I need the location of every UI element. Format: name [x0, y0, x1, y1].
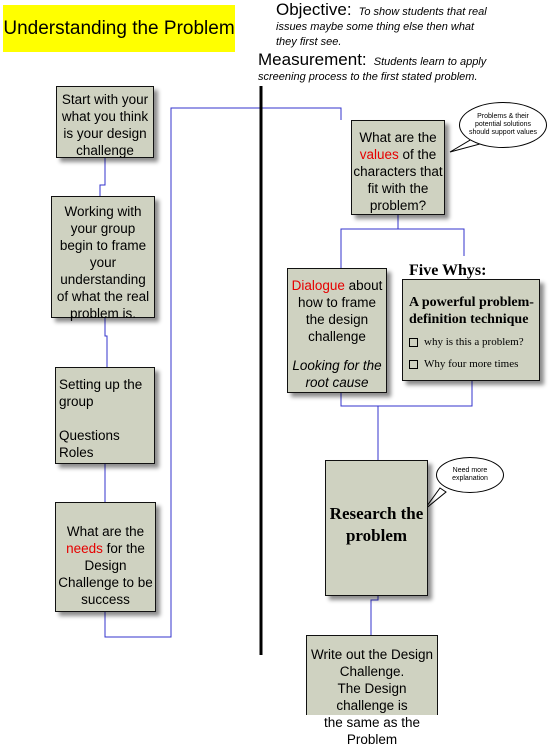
five-whys-box: A powerful problem-definition technique …: [402, 279, 540, 381]
needs-highlight: needs: [66, 541, 103, 556]
objective-text-1: To show students that real: [358, 6, 487, 18]
setting-up-group-box: Setting up the group Questions Roles: [55, 367, 155, 464]
five-whys-heading: A powerful problem-definition technique: [409, 295, 534, 327]
page-title: Understanding the Problem: [3, 5, 235, 52]
five-whys-title: Five Whys:: [409, 262, 487, 279]
connector-merge: [340, 381, 473, 407]
connector-research-final: [370, 596, 379, 635]
connector-values-split: [340, 215, 399, 268]
connector-values-fivewhys: [398, 228, 465, 256]
five-whys-item: Why four more times: [409, 358, 535, 371]
five-whys-item: why is this a problem?: [409, 336, 535, 349]
values-highlight: values: [359, 147, 399, 162]
research-problem-box: Research the problem: [325, 460, 428, 596]
write-design-challenge-box: Write out the Design Challenge. The Desi…: [306, 635, 438, 747]
dialogue-highlight: Dialogue: [291, 278, 345, 293]
research-bubble-tail: [423, 487, 447, 511]
checkbox-icon: [409, 338, 418, 347]
research-callout-bubble: Need more explanation: [436, 457, 504, 493]
measurement-block: Measurement: Students learn to apply scr…: [258, 50, 548, 85]
needs-box: What are the needs for the Design Challe…: [55, 502, 156, 612]
connector-box1-box2: [99, 158, 106, 196]
measurement-heading: Measurement:: [258, 50, 367, 69]
objective-text-3: they first see.: [276, 36, 342, 48]
start-design-challenge-box: Start with your what you think is your d…: [56, 86, 154, 158]
connector-box2-box3: [104, 318, 108, 367]
measurement-text-2: screening process to the first stated pr…: [258, 71, 478, 83]
connector-box4-top: [104, 107, 342, 638]
values-box: What are the values of the characters th…: [351, 120, 445, 215]
dialogue-box: Dialogue about how to frame the design c…: [287, 268, 387, 393]
objective-block: Objective: To show students that real is…: [276, 0, 546, 50]
frame-understanding-box: Working with your group begin to frame y…: [51, 196, 155, 321]
checkbox-icon: [409, 360, 418, 369]
objective-text-2: issues maybe some thing else then what: [276, 21, 475, 33]
objective-heading: Objective:: [276, 0, 352, 19]
measurement-text-1: Students learn to apply: [373, 56, 487, 68]
values-callout-bubble: Problems & their potential solutions sho…: [459, 102, 547, 148]
